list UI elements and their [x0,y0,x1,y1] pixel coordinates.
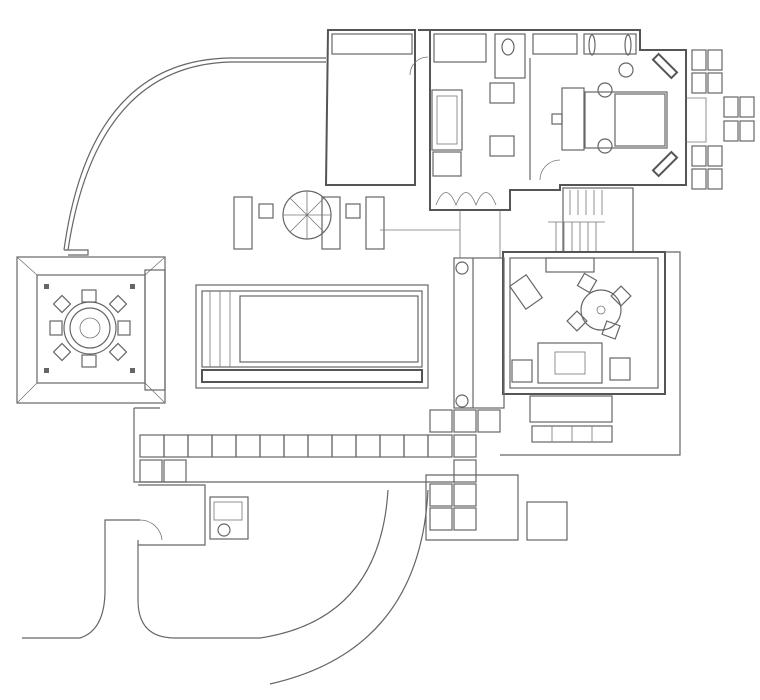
master-suite [324,29,687,211]
bathtub [431,89,463,151]
utility-room [138,484,249,546]
garden-path-north [63,57,326,256]
round-dining-table [49,289,131,368]
central-corridor [380,210,505,409]
staircase [548,187,634,253]
garden-path-south [22,489,429,685]
living-room [500,251,681,456]
pool-loungers [233,190,385,250]
walkway-tiles [133,407,568,541]
dining-pavilion [16,256,166,404]
swimming-pool [195,284,429,389]
deck-tiles-east [686,49,755,190]
closet-hangers [435,192,497,207]
bed [551,62,668,154]
